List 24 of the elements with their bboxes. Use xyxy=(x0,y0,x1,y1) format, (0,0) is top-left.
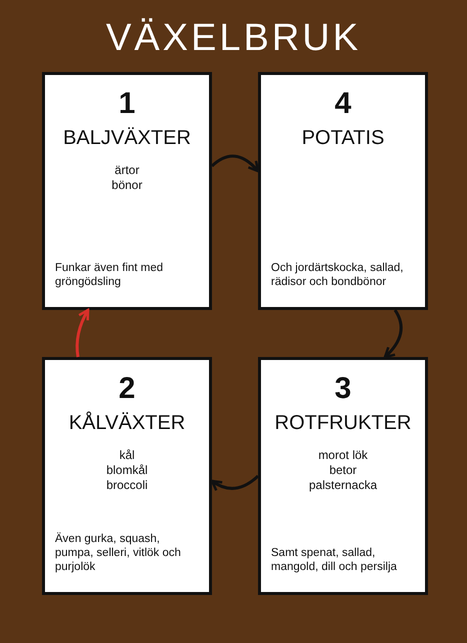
cycle-arrow xyxy=(384,309,403,358)
crop-list: morot lök betor palsternacka xyxy=(308,448,378,493)
step-number: 1 xyxy=(118,87,136,121)
crop-heading: KÅLVÄXTER xyxy=(68,410,186,436)
note-text: Funkar även fint med gröngödsling xyxy=(55,261,164,289)
cycle-arrow xyxy=(210,474,259,492)
crop-card xyxy=(258,72,428,310)
crop-list: ärtor bönor xyxy=(112,163,142,193)
crop-card xyxy=(258,357,428,595)
crop-heading: BALJVÄXTER xyxy=(63,126,191,151)
title: VÄXELBRUK xyxy=(106,16,362,60)
crop-card xyxy=(42,72,212,310)
step-number: 4 xyxy=(334,87,352,121)
crop-heading: ROTFRUKTER xyxy=(274,411,412,436)
note-text: Även gurka, squash, pumpa, selleri, vitlök och purjolök xyxy=(55,532,182,574)
crop-heading: POTATIS xyxy=(302,126,384,151)
step-number: 2 xyxy=(118,372,136,406)
note-text: Och jordärtskocka, sallad, rädisor och bondbönor xyxy=(271,261,404,289)
step-number: 3 xyxy=(334,372,352,406)
crop-list: kål blomkål broccoli xyxy=(106,448,148,493)
cycle-arrow xyxy=(76,308,90,358)
cycle-arrow xyxy=(211,154,260,172)
crop-card xyxy=(42,357,212,595)
note-text: Samt spenat, sallad, mangold, dill och persilja xyxy=(271,546,398,574)
